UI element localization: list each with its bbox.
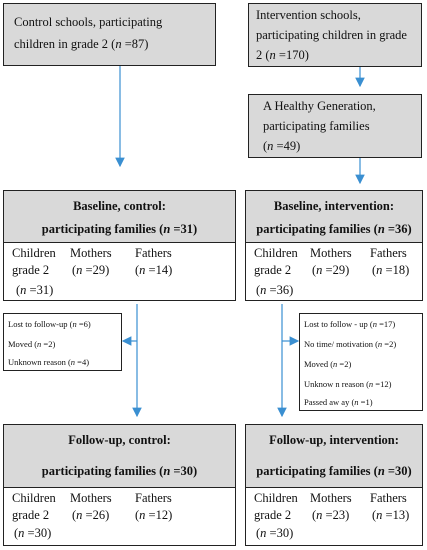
control-baseline-children-grade: grade 2 xyxy=(12,263,50,277)
control-start-line-2: children in grade 2 (n =87) xyxy=(14,37,149,51)
control-followup-divider xyxy=(4,487,235,488)
intervention-start-line-1: Intervention schools, xyxy=(256,8,361,22)
intervention-loss-moved: Moved (n =2) xyxy=(304,359,352,369)
intervention-baseline-counts: Children grade 2 (n =36) Mothers (n =29)… xyxy=(246,243,422,300)
intervention-program-line-2: participating families xyxy=(263,119,370,133)
intervention-followup-divider xyxy=(246,487,422,488)
control-start-box: Control schools, participating children … xyxy=(3,3,216,66)
intervention-loss-box: Lost to follow - up (n =17) No time/ mot… xyxy=(299,313,423,411)
control-baseline-box: Baseline, control: participating familie… xyxy=(3,190,236,301)
control-followup-children: Children xyxy=(12,491,56,505)
control-followup-mothers-n: (n =26) xyxy=(72,508,110,522)
control-loss-unknown: Unknown reason (n =4) xyxy=(8,357,90,367)
intervention-baseline-mothers-n: (n =29) xyxy=(312,263,350,277)
intervention-baseline-children: Children xyxy=(254,246,298,260)
intervention-program-line-1: A Healthy Generation, xyxy=(263,99,376,113)
intervention-followup-mothers: Mothers xyxy=(310,491,352,505)
intervention-baseline-fathers-n: (n =18) xyxy=(372,263,410,277)
intervention-baseline-divider xyxy=(246,242,422,243)
control-baseline-divider xyxy=(4,242,235,243)
intervention-followup-children-grade: grade 2 xyxy=(254,508,292,522)
control-followup-title: Follow-up, control: xyxy=(68,433,171,447)
control-baseline-fathers-n: (n =14) xyxy=(135,263,173,277)
intervention-followup-mothers-n: (n =23) xyxy=(312,508,350,522)
intervention-loss-unknown: Unknow n reason (n =12) xyxy=(304,379,392,389)
intervention-program-box: A Healthy Generation, participating fami… xyxy=(248,94,422,158)
control-followup-box: Follow-up, control: participating famili… xyxy=(3,424,236,546)
control-followup-fathers: Fathers xyxy=(135,491,172,505)
intervention-followup-title: Follow-up, intervention: xyxy=(269,433,399,447)
intervention-baseline-children-n: (n =36) xyxy=(256,283,294,297)
control-baseline-children: Children xyxy=(12,246,56,260)
control-baseline-mothers: Mothers xyxy=(70,246,112,260)
control-baseline-subtitle: participating families (n =31) xyxy=(41,222,198,236)
intervention-followup-subtitle: participating families (n =30) xyxy=(256,464,412,478)
intervention-baseline-mothers: Mothers xyxy=(310,246,352,260)
intervention-followup-fathers-n: (n =13) xyxy=(372,508,410,522)
intervention-loss-passed-away: Passed aw ay (n =1) xyxy=(304,397,373,407)
control-loss-total: Lost to follow-up (n =6) xyxy=(8,319,91,329)
control-followup-children-grade: grade 2 xyxy=(12,508,50,522)
intervention-followup-counts: Children grade 2 (n =30) Mothers (n =23)… xyxy=(246,488,422,545)
intervention-baseline-children-grade: grade 2 xyxy=(254,263,292,277)
control-start-line-1: Control schools, participating xyxy=(14,15,163,29)
control-followup-subtitle: participating families (n =30) xyxy=(41,464,198,478)
control-followup-children-n: (n =30) xyxy=(14,526,52,540)
control-baseline-counts: Children grade 2 (n =31) Mothers (n =29)… xyxy=(4,243,235,300)
control-followup-mothers: Mothers xyxy=(70,491,112,505)
intervention-followup-box: Follow-up, intervention: participating f… xyxy=(245,424,423,546)
intervention-start-line-3: 2 (n =170) xyxy=(256,48,309,62)
intervention-baseline-subtitle: participating families (n =36) xyxy=(256,222,412,236)
intervention-start-box: Intervention schools, participating chil… xyxy=(248,3,422,67)
intervention-followup-children: Children xyxy=(254,491,298,505)
control-baseline-fathers: Fathers xyxy=(135,246,172,260)
intervention-baseline-box: Baseline, intervention: participating fa… xyxy=(245,190,423,301)
intervention-followup-fathers: Fathers xyxy=(370,491,407,505)
control-followup-fathers-n: (n =12) xyxy=(135,508,173,522)
intervention-baseline-title: Baseline, intervention: xyxy=(273,199,395,213)
control-baseline-mothers-n: (n =29) xyxy=(72,263,110,277)
intervention-loss-no-time: No time/ motivation (n =2) xyxy=(304,339,397,349)
control-baseline-title: Baseline, control: xyxy=(73,199,166,213)
control-followup-counts: Children grade 2 (n =30) Mothers (n =26)… xyxy=(4,488,235,545)
control-loss-box: Lost to follow-up (n =6) Moved (n =2) Un… xyxy=(3,313,122,371)
control-loss-moved: Moved (n =2) xyxy=(8,339,56,349)
intervention-baseline-fathers: Fathers xyxy=(370,246,407,260)
intervention-followup-children-n: (n =30) xyxy=(256,526,294,540)
control-baseline-children-n: (n =31) xyxy=(16,283,54,297)
intervention-program-line-3: (n =49) xyxy=(263,139,301,153)
intervention-start-line-2: participating children in grade xyxy=(256,28,407,42)
intervention-loss-total: Lost to follow - up (n =17) xyxy=(304,319,396,329)
